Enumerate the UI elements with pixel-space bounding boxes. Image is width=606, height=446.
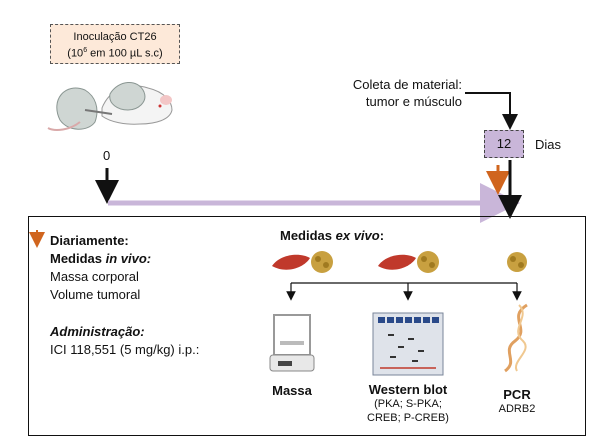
western-blot-label: Western blot: [368, 382, 448, 397]
invivo-item-volume: Volume tumoral: [50, 287, 141, 302]
daily-block: Diariamente: Medidas in vivo: Massa corp…: [50, 232, 151, 304]
inoculation-box: Inoculação CT26 (106 em 100 µL s.c): [50, 24, 180, 64]
timeline-start-label: 0: [103, 148, 111, 163]
timeline-unit-label: Dias: [535, 137, 562, 152]
tumor-icon-3: [507, 252, 527, 272]
daily-title: Diariamente:: [50, 233, 129, 248]
tumor-icon-2: [417, 251, 439, 273]
western-blot-block: Western blot (PKA; S-PKA; CREB; P-CREB): [353, 383, 463, 425]
invivo-title: Medidas in vivo:: [50, 251, 152, 266]
dna-icon: [503, 303, 528, 373]
timeline-end-box: 12: [484, 130, 524, 158]
inoculation-dose: (106 em 100 µL s.c): [67, 47, 163, 60]
muscle-icon-2: [378, 254, 416, 270]
protocol-box: [28, 216, 586, 436]
western-blot-icon: [372, 312, 444, 376]
inoculation-title: Inoculação CT26: [73, 31, 157, 43]
mouse-injection-illustration: [47, 82, 173, 131]
administration-title: Administração:: [50, 324, 145, 339]
balance-icon: [269, 314, 315, 372]
muscle-icon-1: [272, 254, 310, 270]
administration-block: Administração: ICI 118,551 (5 mg/kg) i.p…: [50, 323, 199, 359]
exvivo-title: Medidas ex vivo:: [280, 228, 385, 243]
collection-note: Coleta de material: tumor e músculo: [352, 77, 462, 109]
administration-text: ICI 118,551 (5 mg/kg) i.p.:: [50, 342, 200, 357]
pcr-block: PCR ADRB2: [491, 388, 543, 416]
tumor-icon-1: [311, 251, 333, 273]
tissue-icons: [272, 251, 527, 273]
collection-arrow: [465, 92, 518, 130]
invivo-item-mass: Massa corporal: [50, 269, 139, 284]
massa-label: Massa: [272, 383, 312, 398]
pcr-label: PCR: [503, 387, 531, 402]
